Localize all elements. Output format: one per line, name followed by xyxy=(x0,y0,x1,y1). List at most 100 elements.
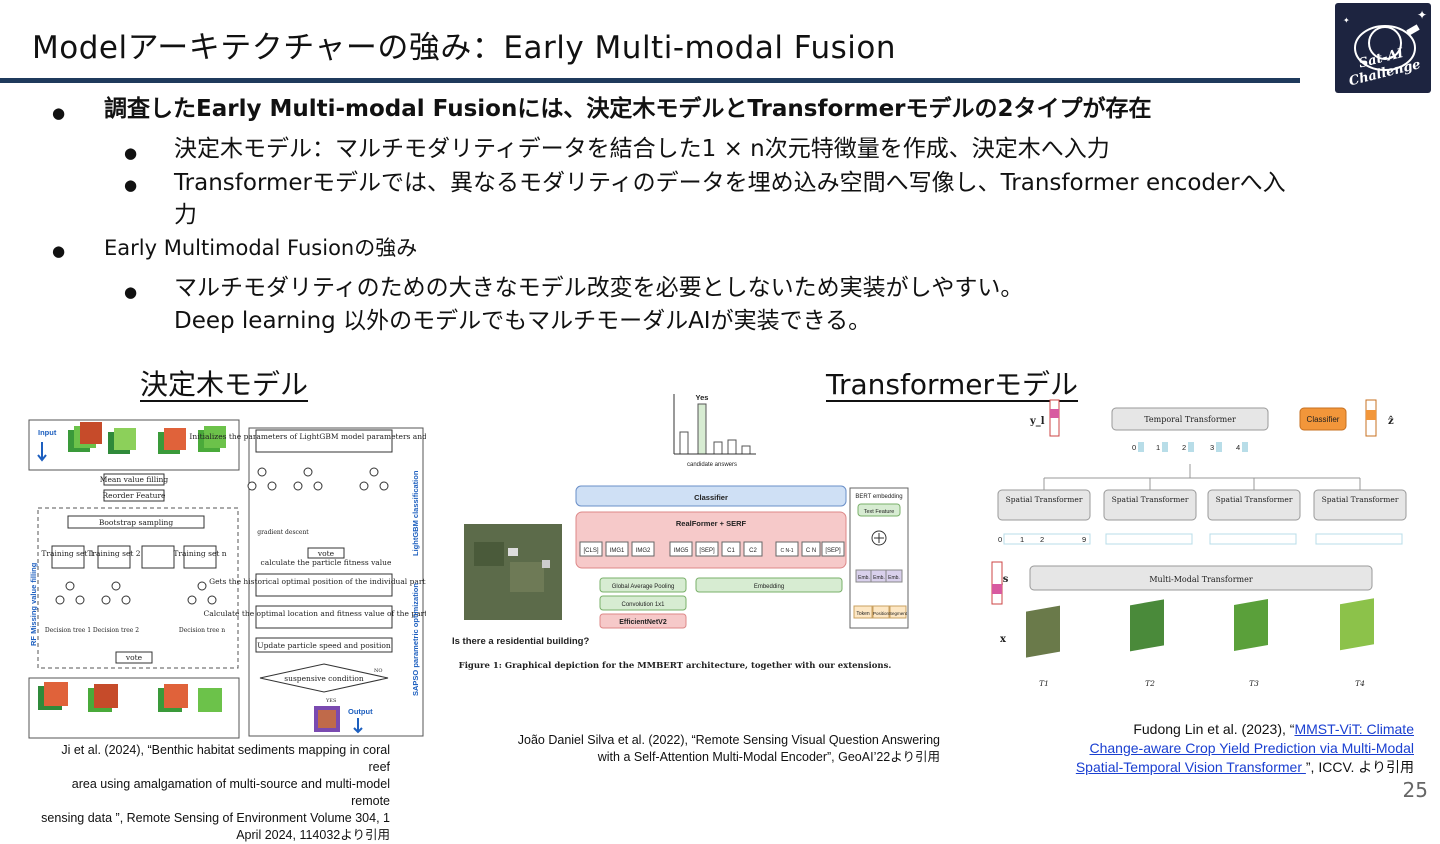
side-label-lgbm: LightGBM classification xyxy=(411,470,420,556)
segment-label: Segment xyxy=(889,611,908,616)
temporal-tokens: 0 1 2 3 4 xyxy=(1132,442,1248,452)
token-6: C2 xyxy=(749,548,757,554)
figure-mmst-vit: y_l Temporal Transformer Classifier ẑ 0 … xyxy=(991,399,1407,688)
citation-right-suffix: ”, ICCV. より引用 xyxy=(1305,759,1414,775)
tt-4: 4 xyxy=(1236,443,1240,452)
figure-decision-tree: Input Mean value filling Reorder Feature… xyxy=(28,419,426,739)
yes-label-left: YES xyxy=(325,698,337,704)
logo-planet-icon: ✦ ✦ xyxy=(1343,8,1427,71)
token-8: C N xyxy=(806,548,816,554)
tt-3: 3 xyxy=(1210,443,1214,452)
bullet-dot: ● xyxy=(52,242,66,260)
spatial-label-4: Spatial Transformer xyxy=(1322,495,1399,504)
tt-2: 2 xyxy=(1182,443,1186,452)
tree-icons-right xyxy=(247,467,389,491)
st-9: 9 xyxy=(1082,535,1086,544)
side-label-rf: RF Missing value filling xyxy=(29,562,38,646)
tt-1: 1 xyxy=(1156,443,1160,452)
tree-label-n: Decision tree n xyxy=(179,627,225,634)
heading-transformer: Transformerモデル xyxy=(826,368,1079,401)
st-1: 1 xyxy=(1020,535,1024,544)
citation-mid-line: João Daniel Silva et al. (2022), “Remote… xyxy=(517,733,940,747)
fitness-label: calculate the particle fitness value xyxy=(261,558,392,567)
bullet-1-1: 決定木モデル：マルチモダリティデータを結合した1 × n次元特徴量を作成、決定木… xyxy=(174,136,1110,162)
st-0: 0 xyxy=(998,535,1002,544)
bullet-2-1-cont: Deep learning 以外のモデルでもマルチモーダルAIが実装できる。 xyxy=(174,308,872,334)
citation-left-line: area using amalgamation of multi-source … xyxy=(71,777,390,808)
time-label-2: T2 xyxy=(1145,679,1155,688)
bullet-2: Early Multimodal Fusionの強み xyxy=(104,236,418,260)
bullet-dot: ● xyxy=(124,144,138,162)
conv-label: Convolution 1x1 xyxy=(621,602,665,608)
token-row: [CLS] IMG1 IMG2 IMG5 [SEP] C1 C2 C N-1 C… xyxy=(579,541,845,557)
bullet-1-2: Transformerモデルでは、異なるモダリティのデータを埋め込み空間へ写像し… xyxy=(174,170,1286,196)
realformer-label: RealFormer + SERF xyxy=(676,519,747,528)
bullet-1-2-cont: 力 xyxy=(174,202,197,228)
tree-icons-left xyxy=(55,581,217,605)
temporal-label: Temporal Transformer xyxy=(1144,415,1236,424)
time-label-3: T3 xyxy=(1249,679,1259,688)
arrow-down-icon xyxy=(37,442,47,462)
embedding-label: Embedding xyxy=(754,584,784,590)
candidate-label: candidate answers xyxy=(687,462,737,468)
reorder-label: Reorder Feature xyxy=(103,491,167,500)
init-label: Initializes the parameters of LightGBM m… xyxy=(189,432,426,441)
suspensive-label: suspensive condition xyxy=(284,674,364,683)
st-2: 2 xyxy=(1040,535,1044,544)
zhat-label: ẑ xyxy=(1388,416,1394,427)
emb-2: Emb. xyxy=(888,575,900,581)
citation-right-prefix: Fudong Lin et al. (2023), “ xyxy=(1133,721,1295,737)
slide-title: Modelアーキテクチャーの強み：Early Multi-modal Fusio… xyxy=(32,30,896,66)
spatial-transformers: Spatial Transformer Spatial Transformer … xyxy=(997,489,1407,521)
citation-link[interactable]: Change-aware Crop Yield Prediction via M… xyxy=(1089,740,1415,756)
citation-left-line: April 2024, 114032より引用 xyxy=(236,828,390,842)
citation-link[interactable]: Spatial-Temporal Vision Transformer xyxy=(1075,759,1306,775)
title-underline xyxy=(0,78,1300,83)
update-label: Update particle speed and position xyxy=(257,641,391,650)
token-2: IMG2 xyxy=(636,548,651,554)
logo: ✦ ✦ Sat-AI Challenge xyxy=(1335,3,1431,93)
text-feature-label: Text Feature xyxy=(864,509,895,515)
token-0: [CLS] xyxy=(583,548,598,554)
citation-left-line: sensing data ”, Remote Sensing of Enviro… xyxy=(41,811,390,825)
citation-link[interactable]: MMST-ViT: Climate xyxy=(1294,721,1414,737)
citation-left: Ji et al. (2024), “Benthic habitat sedim… xyxy=(40,742,390,844)
yes-label-mid: Yes xyxy=(696,393,709,402)
token-7: C N-1 xyxy=(780,548,793,554)
citation-mid-line: with a Self-Attention Multi-Modal Encode… xyxy=(597,750,940,764)
yl-label: y_l xyxy=(1029,416,1045,427)
arrow-down-icon xyxy=(353,718,363,734)
mean-fill-label: Mean value filling xyxy=(100,475,169,484)
x-label: x xyxy=(1000,634,1007,645)
figure-caption: Figure 1: Graphical depiction for the MM… xyxy=(459,661,892,671)
multimodal-label: Multi-Modal Transformer xyxy=(1149,575,1252,584)
training-set-2: Training set 2 xyxy=(87,549,140,558)
optimal-label: Calculate the optimal location and fitne… xyxy=(204,609,426,618)
spatial-tokens: 0 1 2 9 xyxy=(998,533,1403,545)
token-5: C1 xyxy=(727,548,735,554)
emb-0: Emb. xyxy=(858,575,870,581)
classifier-label-right: Classifier xyxy=(1307,415,1340,424)
time-label-1: T1 xyxy=(1039,679,1049,688)
citation-left-line: Ji et al. (2024), “Benthic habitat sedim… xyxy=(61,743,390,774)
bullet-dot: ● xyxy=(124,283,138,301)
spatial-label-1: Spatial Transformer xyxy=(1006,495,1083,504)
bullet-dot: ● xyxy=(52,104,66,122)
heading-decision-tree: 決定木モデル xyxy=(140,368,309,401)
training-set-1: Training set 1 xyxy=(41,549,94,558)
token-9: [SEP] xyxy=(825,548,841,554)
token-3: IMG5 xyxy=(674,548,689,554)
svg-text:✦: ✦ xyxy=(1343,16,1350,25)
position-label: Position xyxy=(873,611,890,616)
gradient-label: gradient descent xyxy=(257,529,309,536)
bullet-dot: ● xyxy=(124,176,138,194)
satellite-image xyxy=(464,524,562,620)
spatial-label-2: Spatial Transformer xyxy=(1112,495,1189,504)
satellite-tiles xyxy=(1026,598,1374,658)
citation-right: Fudong Lin et al. (2023), “MMST-ViT: Cli… xyxy=(1012,720,1414,777)
token-4: [SEP] xyxy=(699,548,715,554)
time-label-4: T4 xyxy=(1355,679,1365,688)
output-label: Output xyxy=(348,707,373,716)
raster-stack-left xyxy=(68,422,226,454)
token-1: IMG1 xyxy=(610,548,625,554)
